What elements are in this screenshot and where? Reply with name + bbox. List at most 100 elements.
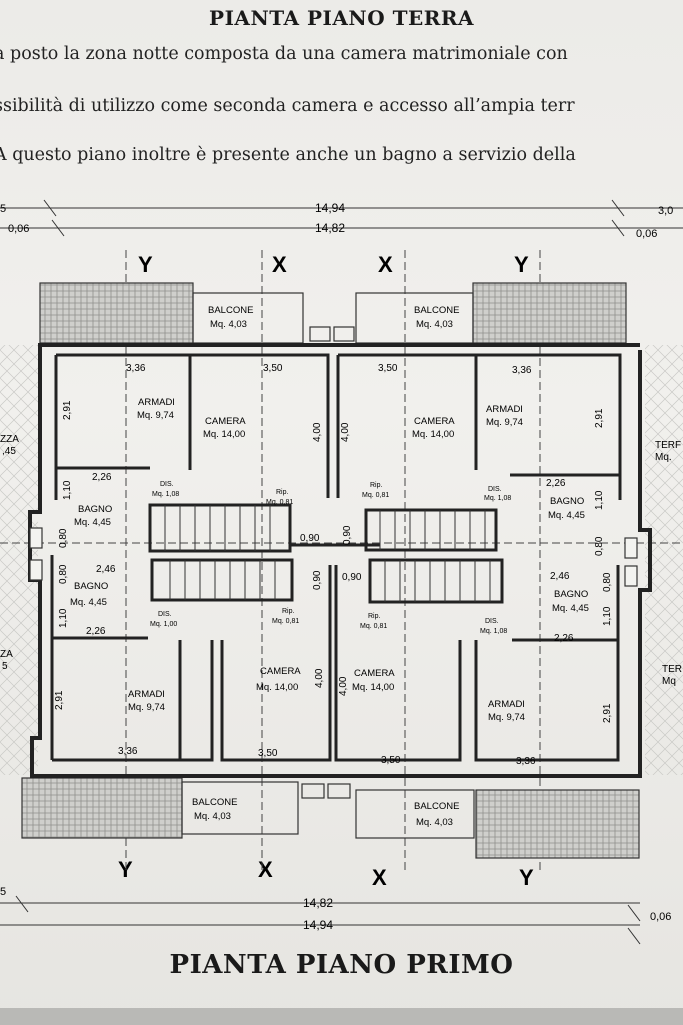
armadi-tr-area: Mq. 9,74 — [486, 417, 523, 428]
rip-br-area: Mq. 0,81 — [360, 623, 387, 630]
section-mark-top-x-right: X — [378, 252, 393, 277]
camera-tl-area: Mq. 14,00 — [203, 429, 245, 440]
inner-walls — [50, 353, 622, 762]
side-label-left-top-2: ,45 — [2, 446, 16, 457]
dim-350-bl: 3,50 — [258, 748, 278, 759]
rip-tr-area: Mq. 0,81 — [362, 492, 389, 499]
side-label-left-bottom-1: ZA — [0, 649, 13, 660]
balcone-tr-label: BALCONE — [414, 305, 459, 316]
description-line-3: A questo piano inoltre è presente anche … — [0, 145, 576, 165]
balcony-hatch-br — [475, 789, 640, 859]
balcone-tl-area: Mq. 4,03 — [210, 319, 247, 330]
rip-bl-area: Mq. 0,81 — [272, 618, 299, 625]
dis-tr-area: Mq. 1,08 — [484, 495, 511, 502]
dim-top-left-small: 0,06 — [8, 223, 29, 235]
description-line-2: ssibilità di utilizzo come seconda camer… — [0, 96, 575, 116]
dim-bottom-inner: 14,82 — [303, 896, 333, 910]
dim-336-tr: 3,36 — [512, 365, 532, 376]
dis-tl-area: Mq. 1,08 — [152, 491, 179, 498]
side-label-left-bottom-2: 5 — [2, 661, 8, 672]
balcone-bl-area: Mq. 4,03 — [194, 811, 231, 822]
bagno-tl-label: BAGNO — [78, 504, 112, 515]
dim-080-tr: 0,80 — [594, 536, 605, 556]
rip-br-label: Rip. — [368, 613, 381, 620]
bottom-dimension-lines — [0, 895, 641, 945]
side-label-right-top-2: Mq. — [655, 452, 672, 463]
dim-110-tl: 1,10 — [62, 480, 73, 500]
section-mark-bottom-x-right: X — [372, 865, 387, 890]
dim-110-bl: 1,10 — [58, 608, 69, 628]
dim-110-br: 1,10 — [602, 606, 613, 626]
dim-336-bl: 3,36 — [118, 746, 138, 757]
armadi-br-label: ARMADI — [488, 699, 525, 710]
armadi-br-area: Mq. 9,74 — [488, 712, 525, 723]
section-mark-top-x-left: X — [272, 252, 287, 277]
dim-top-inner: 14,82 — [315, 221, 345, 235]
bottom-shadow-strip — [0, 1008, 683, 1025]
section-mark-top-y-right: Y — [514, 252, 529, 277]
camera-tl-label: CAMERA — [205, 416, 246, 427]
bagno-bl-area: Mq. 4,45 — [70, 597, 107, 608]
dim-291-bl: 2,91 — [54, 690, 65, 710]
camera-br-label: CAMERA — [354, 668, 395, 679]
dim-bottom-right-small: 0,06 — [650, 911, 671, 923]
dim-350-tr: 3,50 — [378, 363, 398, 374]
outer-walls — [28, 343, 652, 778]
dis-tl-label: DIS. — [160, 481, 174, 488]
dim-top-right-edge: 3,0 — [658, 205, 673, 217]
rip-tl-label: Rip. — [276, 489, 289, 496]
dim-291-br: 2,91 — [602, 703, 613, 723]
armadi-tl-label: ARMADI — [138, 397, 175, 408]
dim-350-tl: 3,50 — [263, 363, 283, 374]
side-label-left-top-1: ZZA — [0, 434, 19, 445]
balcony-hatch-tl — [39, 282, 194, 344]
balcone-br-label: BALCONE — [414, 801, 459, 812]
side-label-right-bottom-2: Mq — [662, 676, 676, 687]
dim-291-tl: 2,91 — [62, 400, 73, 420]
dim-080-bl: 0,80 — [58, 564, 69, 584]
armadi-tl-area: Mq. 9,74 — [137, 410, 174, 421]
dim-226-bl: 2,26 — [86, 626, 106, 637]
bagno-tr-label: BAGNO — [550, 496, 584, 507]
side-label-right-bottom-1: TER — [662, 664, 682, 675]
bagno-bl-label: BAGNO — [74, 581, 108, 592]
dis-bl-area: Mq. 1,00 — [150, 621, 177, 628]
camera-tr-label: CAMERA — [414, 416, 455, 427]
camera-br-area: Mq. 14,00 — [352, 682, 394, 693]
dim-400-br: 4,00 — [338, 676, 349, 696]
dim-400-tr: 4,00 — [340, 422, 351, 442]
dim-246-br: 2,46 — [550, 571, 570, 582]
rip-tr-label: Rip. — [370, 482, 383, 489]
camera-bl-label: CAMERA — [260, 666, 301, 677]
dis-bl-label: DIS. — [158, 611, 172, 618]
dim-bottom-left-edge: 5 — [0, 886, 6, 898]
stairs — [164, 505, 491, 602]
dim-bottom-overall: 14,94 — [303, 918, 333, 932]
camera-bl-area: Mq. 14,00 — [256, 682, 298, 693]
balcone-tr-area: Mq. 4,03 — [416, 319, 453, 330]
dim-350-br: 3,50 — [381, 755, 401, 766]
first-floor-title: PIANTA PIANO PRIMO — [169, 950, 514, 980]
balcone-tl-label: BALCONE — [208, 305, 253, 316]
dim-226-br: 2,26 — [554, 633, 574, 644]
side-windows — [29, 527, 638, 587]
dim-226-tr: 2,26 — [546, 478, 566, 489]
balcone-bl-label: BALCONE — [192, 797, 237, 808]
rip-bl-label: Rip. — [282, 608, 295, 615]
description-line-1: a posto la zona notte composta da una ca… — [0, 44, 568, 64]
dim-336-tl: 3,36 — [126, 363, 146, 374]
dis-tr-label: DIS. — [488, 486, 502, 493]
section-mark-bottom-y-right: Y — [519, 865, 534, 890]
dim-top-right-small: 0,06 — [636, 228, 657, 240]
dim-400-bl: 4,00 — [314, 668, 325, 688]
bagno-br-area: Mq. 4,45 — [552, 603, 589, 614]
dim-226-tl: 2,26 — [92, 472, 112, 483]
section-mark-top-y-left: Y — [138, 252, 153, 277]
dim-400-tl: 4,00 — [312, 422, 323, 442]
bagno-tl-area: Mq. 4,45 — [74, 517, 111, 528]
side-label-right-top-1: TERF — [655, 440, 681, 451]
dim-090-center-2: 0,90 — [342, 572, 362, 583]
dim-291-tr: 2,91 — [594, 408, 605, 428]
dim-090-center: 0,90 — [300, 533, 320, 544]
